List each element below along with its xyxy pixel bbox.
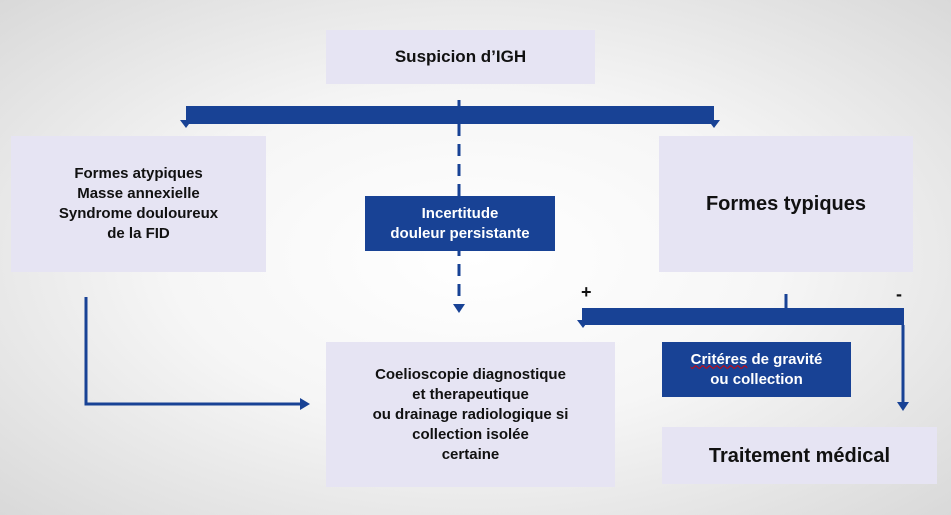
medical-treatment-box: Traitement médical (662, 427, 937, 484)
uncertainty-box: Incertitude douleur persistante (365, 196, 555, 251)
severity-split-bar (582, 308, 904, 325)
atypical-forms-box: Formes atypiques Masse annexielle Syndro… (11, 136, 266, 272)
severity-line: ou collection (710, 370, 803, 388)
atypical-line: de la FID (107, 225, 170, 242)
atypical-line: Formes atypiques (74, 165, 203, 182)
severity-word: Critéres (690, 350, 748, 368)
plus-sign: + (581, 282, 592, 302)
left-elbow-arrow (84, 297, 302, 406)
medical-label: Traitement médical (708, 444, 891, 467)
atypical-line: Syndrome douloureux (58, 205, 219, 222)
severity-rest: de gravité (747, 350, 823, 368)
typical-label: Formes typiques (705, 193, 867, 215)
uncertainty-line: douleur persistante (390, 224, 530, 242)
atypical-line: Masse annexielle (77, 185, 200, 202)
suspicion-box: Suspicion d’IGH (326, 30, 595, 84)
laparoscopy-line: Coelioscopie diagnostique (375, 365, 566, 383)
laparoscopy-line: certaine (441, 445, 500, 463)
arrow-right-head (708, 120, 720, 128)
uncertainty-line: Incertitude (421, 204, 499, 222)
suspicion-label: Suspicion d’IGH (394, 47, 527, 66)
typical-forms-box: Formes typiques (659, 136, 913, 272)
laparoscopy-line: ou drainage radiologique si (372, 405, 569, 423)
minus-sign: - (896, 284, 902, 304)
top-split-bar (186, 106, 714, 124)
severity-box: Critéres de gravité ou collection (662, 342, 851, 397)
arrow-left-head (180, 120, 192, 128)
laparoscopy-box: Coelioscopie diagnostique et therapeutiq… (326, 342, 615, 487)
laparoscopy-line: collection isolée (412, 425, 529, 443)
laparoscopy-line: et therapeutique (412, 385, 529, 403)
